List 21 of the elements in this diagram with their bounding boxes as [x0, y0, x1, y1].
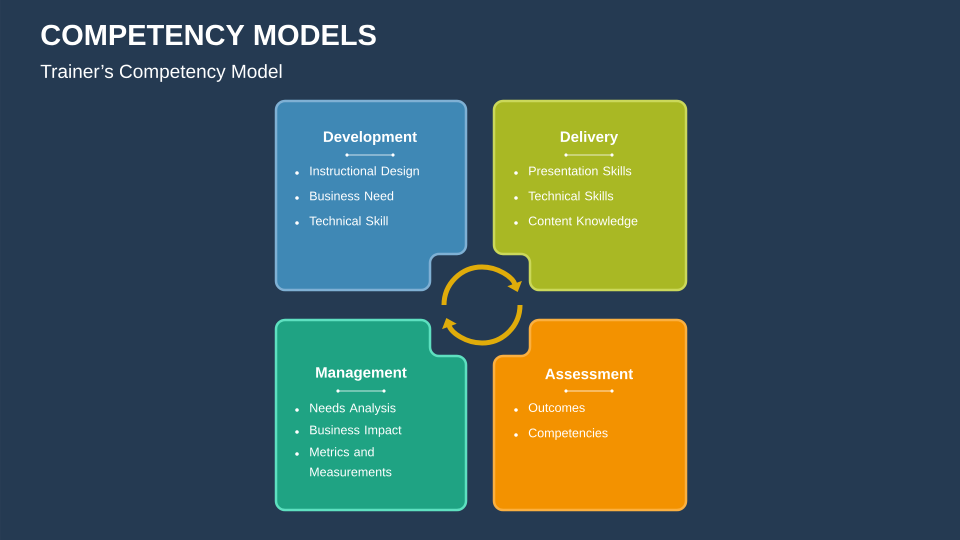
panel-heading: Delivery	[560, 131, 618, 145]
panel	[492, 318, 688, 512]
bullet-item: Outcomes	[514, 403, 585, 412]
panel-heading: Assessment	[545, 368, 633, 380]
bullet-item: Content Knowledge	[514, 216, 638, 228]
panel	[492, 100, 688, 292]
bullet-item: Instructional Design	[295, 166, 419, 178]
bullet-item: Metrics and Measurements	[295, 447, 392, 476]
bullet-item: Business Need	[295, 191, 394, 200]
bullet-item: Needs Analysis	[295, 403, 396, 415]
bullet-item: Business Impact	[295, 425, 402, 437]
bullet-item: Presentation Skills	[514, 166, 632, 176]
bullet-item: Technical Skill	[295, 216, 388, 226]
panel	[274, 100, 468, 292]
title: COMPETENCY MODELS	[41, 24, 376, 46]
panel-heading: Development	[324, 131, 417, 145]
panel-heading: Management	[316, 367, 407, 381]
bullet-item: Technical Skills	[514, 191, 614, 200]
bullet-item: Competencies	[514, 428, 608, 440]
panel	[274, 318, 468, 512]
subtitle: Trainer’s Competency Model	[40, 64, 282, 82]
